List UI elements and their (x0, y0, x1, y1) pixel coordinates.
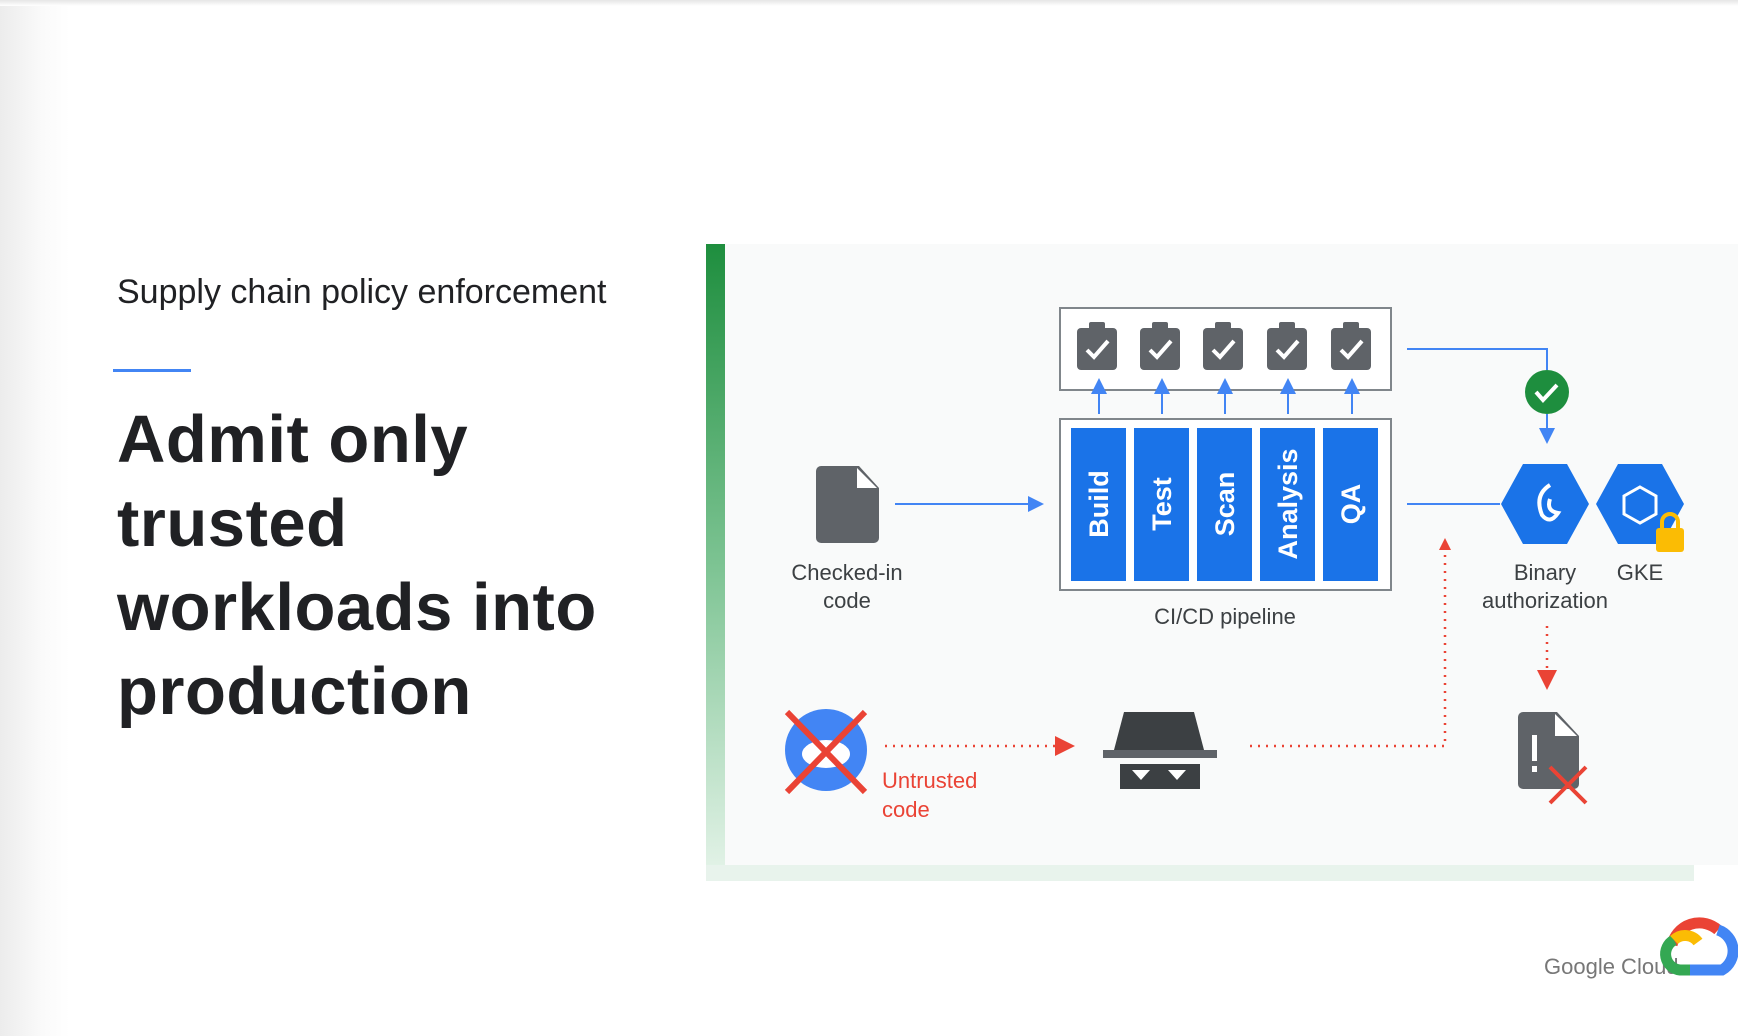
clipboard-check-icons (1077, 322, 1371, 370)
pipeline-stages: Build Test Scan Analysis QA (1071, 428, 1378, 581)
google-cloud-logo-icon (1660, 917, 1738, 976)
stage-build (1071, 428, 1126, 581)
binauth-label: authorization (1482, 588, 1608, 613)
green-accent-bar (706, 244, 725, 881)
checked-in-label: code (823, 588, 871, 613)
stage-qa (1323, 428, 1378, 581)
top-edge-shade (0, 0, 1738, 6)
stage-to-check-arrows (1091, 378, 1360, 414)
binary-authorization-icon (1501, 464, 1589, 544)
binauth-label: Binary (1514, 560, 1576, 585)
google-cloud-wordmark: Google Cloud (1544, 954, 1679, 979)
stage-label: Scan (1210, 472, 1240, 537)
stage-label: QA (1336, 484, 1366, 525)
lock-icon (1656, 512, 1684, 552)
slide-subtitle: Supply chain policy enforcement (117, 273, 607, 311)
stage-label: Build (1084, 470, 1114, 538)
stage-label: Analysis (1273, 448, 1303, 559)
stage-label: Test (1147, 477, 1177, 531)
gke-label: GKE (1617, 560, 1663, 585)
approved-check-icon (1525, 370, 1569, 414)
denied-x-icon (1548, 765, 1588, 805)
checks-to-approval-line (1407, 348, 1548, 370)
bottom-accent-bar (706, 865, 1694, 881)
checked-in-label: Checked-in (791, 560, 902, 585)
clipboard-check-icon (1140, 322, 1180, 370)
subtitle-underline (113, 369, 191, 372)
clipboard-check-icon (1267, 322, 1307, 370)
untrusted-label: code (882, 797, 930, 822)
pipeline-label: CI/CD pipeline (1154, 604, 1296, 629)
left-edge-shade (0, 0, 70, 1036)
untrusted-label: Untrusted (882, 768, 977, 793)
stage-test (1134, 428, 1189, 581)
stage-scan (1197, 428, 1252, 581)
untrusted-x-icon (784, 709, 868, 795)
slide-heading: Admit only trusted workloads into produc… (117, 402, 597, 729)
stage-analysis (1260, 428, 1315, 581)
clipboard-check-icon (1203, 322, 1243, 370)
attack-injection-arrow (1250, 542, 1447, 748)
spy-hat-icon (1103, 712, 1217, 789)
clipboard-check-icon (1331, 322, 1371, 370)
clipboard-check-icon (1077, 322, 1117, 370)
